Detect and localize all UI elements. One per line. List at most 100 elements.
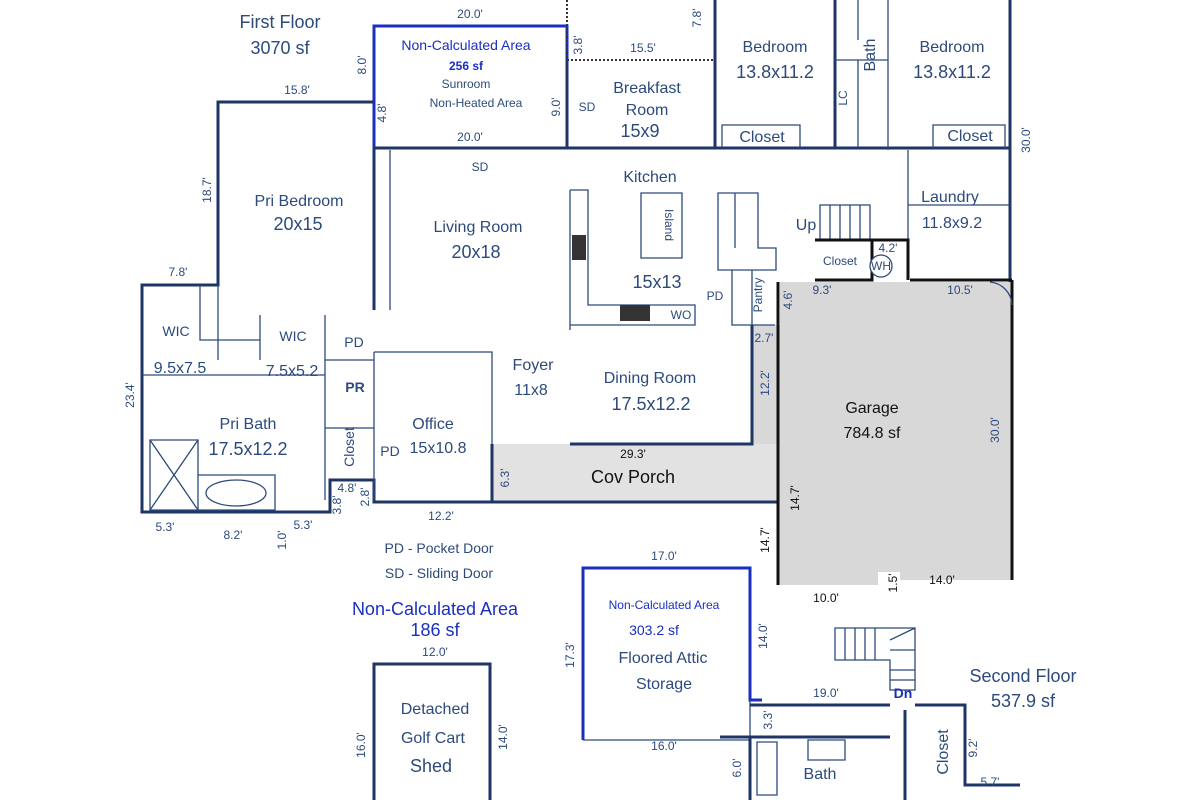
breakfast-name: Room [626,102,669,119]
second-floor-title: Second Floor [969,666,1076,686]
closet-label: Closet [341,427,357,467]
foyer-name: Foyer [513,357,555,374]
dim: 7.8' [169,265,188,279]
laundry-size: 11.8x9.2 [922,215,982,232]
lc-label: LC [836,90,850,106]
kitchen-name: Kitchen [623,169,676,186]
office-name: Office [412,416,454,433]
dim: 3.8' [330,496,344,515]
dim: 14.0' [929,573,955,587]
legend-sd: SD - Sliding Door [385,565,493,581]
shed-label: Golf Cart [401,730,466,747]
dim: 4.6' [781,291,795,310]
dim: 5.3' [156,520,175,534]
dining-name: Dining Room [604,370,696,387]
pri-bedroom-name: Pri Bedroom [255,193,344,210]
pantry-label: Pantry [751,278,765,313]
porch-area [492,444,778,502]
dim: 23.4' [123,382,137,408]
breakfast-name: Breakfast [613,80,681,97]
dim: 20.0' [457,130,483,144]
sunroom-area: 256 sf [449,59,484,73]
dim: 12.0' [422,645,448,659]
pd-label: PD [380,443,399,459]
island-label: Island [662,209,676,241]
dim: 17.0' [651,549,677,563]
dim: 9.3' [813,283,832,297]
sunroom-nc-label: Non-Calculated Area [401,37,530,53]
walls [140,0,1020,800]
shed-nc-label: Non-Calculated Area [352,599,519,619]
foyer-size: 11x8 [514,382,548,399]
attic-area: 303.2 sf [629,622,679,638]
wo-label: WO [671,308,692,322]
dim: 30.0' [988,417,1002,443]
closet-label: Closet [823,254,858,268]
dim: 1.0' [275,531,289,550]
closet-label: Closet [947,128,993,145]
dim: 5.7' [981,775,1000,789]
breakfast-size: 15x9 [620,121,659,141]
dim: 18.7' [200,177,214,203]
wic-size: 9.5x7.5 [154,360,207,377]
pri-bedroom-size: 20x15 [273,214,322,234]
garage-area: 784.8 sf [844,425,901,442]
shed-label: Shed [410,756,452,776]
labels: First Floor 3070 sf Non-Calculated Area … [123,7,1077,789]
attic-nc-label: Non-Calculated Area [609,598,720,612]
dim: 17.3' [563,642,577,668]
first-floor-title: First Floor [240,12,321,32]
kitchen-size: 15x13 [632,272,681,292]
dim: 10.0' [813,591,839,605]
garage-area [752,282,1012,585]
sd-label: SD [472,160,489,174]
dim: 15.8' [284,83,310,97]
dim: 19.0' [813,686,839,700]
dim: 8.0' [355,56,369,75]
dim: 29.3' [620,447,646,461]
sunroom-note: Non-Heated Area [430,96,523,110]
dim: 10.5' [947,283,973,297]
dim: 9.0' [549,98,563,117]
dim: 14.0' [756,623,770,649]
dim: 16.0' [651,739,677,753]
dim: 4.8' [338,481,357,495]
attic-label: Storage [636,676,692,693]
dim: 12.2' [758,370,772,396]
first-floor-area: 3070 sf [250,38,310,58]
sunroom-name: Sunroom [442,77,491,91]
wic-label: WIC [279,328,306,344]
wh-label: WH [871,259,891,273]
up-label: Up [796,217,817,234]
dn-label: Dn [894,685,913,701]
legend-pd: PD - Pocket Door [385,540,494,556]
dim: 20.0' [457,7,483,21]
shed-area: 186 sf [410,620,460,640]
dim: 2.8' [358,488,372,507]
dim: 5.3' [294,518,313,532]
bedroom-name: Bedroom [920,39,985,56]
dim: 16.0' [354,732,368,758]
dim: 3.8' [571,36,585,55]
dim: 2.7' [755,331,774,345]
dim: 3.3' [761,711,775,730]
dim: 14.0' [496,724,510,750]
office-size: 15x10.8 [410,440,467,457]
bedroom-size: 13.8x11.2 [913,62,991,82]
pri-bath-name: Pri Bath [220,416,277,433]
attic-label: Floored Attic [619,650,708,667]
pr-label: PR [345,379,364,395]
dim: 9.2' [966,739,980,758]
dim: 12.2' [428,509,454,523]
closet-label: Closet [935,729,952,775]
shed-label: Detached [401,701,470,718]
dim: 1.5' [886,574,900,593]
wic-label: WIC [162,323,189,339]
garage-name: Garage [845,400,898,417]
wic-size: 7.5x5.2 [266,363,319,380]
living-room-name: Living Room [434,219,523,236]
laundry-name: Laundry [921,189,979,206]
dim: 8.2' [224,528,243,542]
second-floor-area: 537.9 sf [991,691,1056,711]
sd-label: SD [579,100,596,114]
